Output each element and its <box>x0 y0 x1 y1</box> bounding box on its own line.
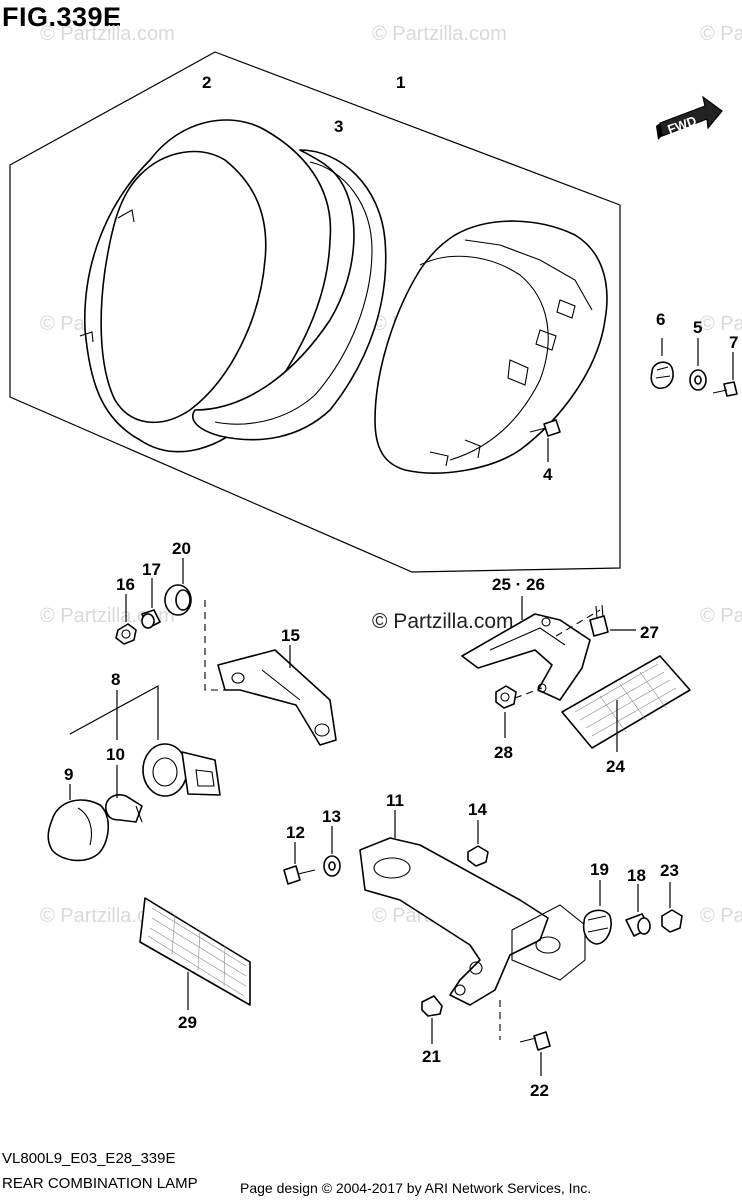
callout-23: 23 <box>660 861 679 880</box>
callout-4: 4 <box>543 465 553 484</box>
lens-9 <box>47 784 110 862</box>
callout-7: 7 <box>729 333 738 352</box>
bolt-12 <box>283 842 316 885</box>
assembly-line <box>204 600 230 691</box>
watermark-text: © Partzilla.com <box>40 605 175 627</box>
assembly-line <box>514 687 543 699</box>
nut-28 <box>495 685 517 738</box>
reflector-24 <box>561 655 691 752</box>
callout-1: 1 <box>396 73 405 92</box>
page-credit: Page design © 2004-2017 by ARI Network S… <box>240 1180 592 1196</box>
callout-21: 21 <box>422 1047 441 1066</box>
callout-9: 9 <box>64 765 73 784</box>
lamp-cover-ring <box>79 119 332 453</box>
nut-23 <box>661 882 683 933</box>
callout-6: 6 <box>656 310 665 329</box>
washer-5 <box>689 338 707 391</box>
washer-13 <box>323 826 341 877</box>
parts-diagram: © Partzilla.com © Partzilla.com © Partzi… <box>9 23 742 1100</box>
fwd-label: FWD <box>665 113 698 137</box>
lamp-gasket <box>192 149 387 441</box>
screw-27 <box>589 604 636 637</box>
callout-25-26: 25 · 26 <box>492 575 545 594</box>
watermark-text: © Partzilla.com <box>372 23 507 45</box>
callout-17: 17 <box>142 560 161 579</box>
callout-18: 18 <box>627 866 646 885</box>
callout-24: 24 <box>606 757 625 776</box>
screw-4 <box>529 419 561 462</box>
nut-21 <box>421 995 443 1044</box>
callout-10: 10 <box>106 745 125 764</box>
callout-15: 15 <box>281 626 300 645</box>
watermark-text: © Partzilla.com <box>700 23 742 45</box>
callout-labels: 1 2 3 4 5 6 7 8 9 10 11 12 13 14 15 16 1… <box>64 73 738 1100</box>
callout-5: 5 <box>693 318 702 337</box>
screw-7 <box>712 352 738 397</box>
nut-14 <box>467 820 489 867</box>
bracket-15 <box>217 645 337 746</box>
watermark-text: © Partzilla.com <box>40 23 175 45</box>
callout-16: 16 <box>116 575 135 594</box>
watermark-text: © Partzilla.com <box>700 905 742 927</box>
callout-29: 29 <box>178 1013 197 1032</box>
watermark-text: © Partzilla.com <box>700 313 742 335</box>
callout-27: 27 <box>640 623 659 642</box>
callout-3: 3 <box>334 117 343 136</box>
bulb-10 <box>105 765 143 823</box>
callout-8: 8 <box>111 670 120 689</box>
watermark-text: © Partzilla.com <box>40 905 175 927</box>
callout-12: 12 <box>286 823 305 842</box>
callout-28: 28 <box>494 743 513 762</box>
license-bracket-11 <box>359 810 586 1006</box>
figure-code: VL800L9_E03_E28_339E <box>2 1150 176 1167</box>
watermark-text: © Partzilla.com <box>700 605 742 627</box>
callout-22: 22 <box>530 1081 549 1100</box>
callout-13: 13 <box>322 807 341 826</box>
reflector-bracket-25-26 <box>461 596 591 701</box>
reflector-29 <box>139 897 251 1010</box>
assembly-frame <box>9 51 621 573</box>
screw-22 <box>519 1031 551 1076</box>
callout-2: 2 <box>202 73 211 92</box>
grommet-6 <box>650 338 674 390</box>
callout-14: 14 <box>468 800 487 819</box>
watermark-main: © Partzilla.com <box>372 610 514 633</box>
grommet-20 <box>164 558 192 616</box>
callout-20: 20 <box>172 539 191 558</box>
nut-16 <box>115 594 137 645</box>
socket-8 <box>142 743 221 797</box>
lamp-housing <box>374 220 608 474</box>
grommet-19 <box>582 880 612 945</box>
figure-name: REAR COMBINATION LAMP <box>2 1175 198 1192</box>
leader-8 <box>69 684 159 740</box>
assembly-line <box>555 609 601 637</box>
collar-17 <box>141 578 161 629</box>
figure-title: FIG.339E <box>2 2 122 32</box>
callout-19: 19 <box>590 860 609 879</box>
collar-18 <box>625 884 651 937</box>
fwd-arrow-icon: FWD <box>656 95 723 140</box>
callout-11: 11 <box>386 791 404 810</box>
